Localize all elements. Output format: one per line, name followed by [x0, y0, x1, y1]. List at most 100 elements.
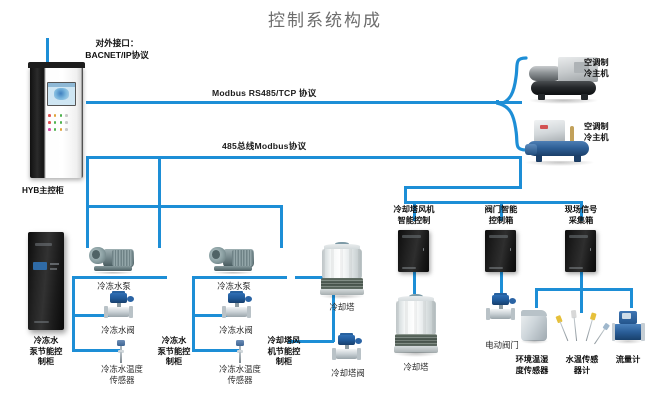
chilled-water-valve-1[interactable]: [104, 290, 136, 322]
bus-line-cab1-to-pump1: [72, 276, 167, 279]
cooling-tower-fan-smart-control[interactable]: [398, 230, 429, 272]
tower-shadow: [319, 294, 365, 300]
cooling-tower-valve-label: 冷却塔阀: [331, 368, 365, 378]
probe-stem: [559, 321, 569, 341]
sensor-head: [236, 339, 244, 347]
chilled-water-pump-1[interactable]: [88, 243, 140, 277]
cooling-tower-valve[interactable]: [332, 332, 364, 364]
valve-actuator: [110, 292, 128, 304]
bus-line-branch-signal-box: [580, 201, 583, 221]
box-logo: [569, 266, 584, 269]
bus-line-sensor-wtemp: [580, 288, 583, 313]
chilled-water-valve-2[interactable]: [222, 290, 254, 322]
ambient-temp-humidity-sensor-label: 环境温湿 度传感器: [515, 355, 549, 375]
hyb-main-control-cabinet[interactable]: [28, 62, 85, 178]
chilled-water-pump-energy-cabinet-1-label: 冷冻水 泵节能控 制柜: [29, 336, 63, 366]
valve-flange-left: [332, 348, 336, 360]
pump-shadow: [92, 271, 134, 275]
valve-stem: [344, 344, 349, 350]
valve-smart-control-box-label: 阀门智能 控制箱: [484, 205, 518, 225]
bus-line-valvebox-to-valve: [500, 272, 503, 294]
field-signal-acquisition-box-label: 现场信号 采集箱: [564, 205, 598, 225]
cooling-tower-fan-energy-cabinet-label: 冷却塔风 机节能控 制柜: [267, 336, 301, 366]
valve-stem: [116, 302, 121, 308]
valve-actuator: [228, 292, 246, 304]
bus-line-bacnet-stub: [46, 38, 49, 68]
valve-actuator: [492, 294, 510, 306]
valve-smart-control-box[interactable]: [485, 230, 516, 272]
valve-flange-right: [246, 306, 251, 318]
cooling-tower-upper[interactable]: [318, 242, 366, 300]
tower-basin: [393, 346, 439, 353]
valve-flange-right: [128, 306, 133, 318]
electric-valve[interactable]: [486, 292, 518, 324]
chiller2-leg-right: [574, 155, 581, 162]
electric-valve-label: 电动阀门: [485, 340, 519, 350]
flowmeter-shadow: [613, 340, 644, 344]
bus-line-modbus-485: [86, 156, 522, 159]
chiller2-control-box: [534, 120, 566, 142]
tower-shell-top: [323, 244, 361, 250]
valve-body: [488, 309, 513, 320]
sensor-probe-rod: [120, 352, 122, 363]
hmi-touch-screen[interactable]: [47, 82, 76, 106]
flow-meter[interactable]: [612, 310, 646, 348]
cooling-tower-fan-smart-control-label: 冷却塔风机 智能控制: [393, 205, 435, 225]
chiller-leg-left: [538, 94, 546, 100]
chiller-blue[interactable]: [524, 118, 598, 168]
valve-flange-left: [486, 308, 490, 320]
chilled-water-temp-sensor-2[interactable]: [232, 339, 248, 363]
water-temp-sensor[interactable]: [555, 309, 610, 348]
bus-line-chiller-feed: [496, 100, 499, 104]
cooling-tower-upper-label: 冷却塔: [329, 302, 355, 312]
valve-flange-right: [356, 348, 361, 360]
chilled-water-pump-2[interactable]: [208, 243, 260, 277]
bus-line-cab2-to-pump2: [192, 276, 287, 279]
probe-stem: [585, 319, 594, 341]
hyb-main-control-cabinet-label: HYB主控柜: [22, 186, 64, 195]
chilled-water-temp-sensor-1-label: 冷冻水温度 传感器: [101, 364, 143, 385]
bus-line-tower-cab-vert: [332, 276, 335, 342]
chilled-water-pump-energy-cabinet-1[interactable]: [28, 232, 64, 330]
valve-body: [334, 349, 359, 360]
tower-shell-top: [397, 296, 435, 303]
bus-line-cab2-to-sensor2: [192, 349, 240, 352]
chiller-brace: [496, 56, 528, 152]
field-signal-acquisition-box[interactable]: [565, 230, 596, 272]
pump-shadow: [212, 271, 254, 275]
flowmeter-display: [622, 313, 632, 320]
valve-flange-left: [104, 306, 108, 318]
bus-line-485-left-drop: [86, 156, 89, 206]
chilled-water-temp-sensor-1[interactable]: [113, 339, 129, 363]
bus-line-right-boxes-bar: [404, 201, 583, 204]
chilled-water-pump-energy-cabinet-2-label: 冷冻水 泵节能控 制柜: [157, 336, 191, 366]
page-title: 控制系统构成: [268, 11, 382, 30]
indicator-row-1: [48, 114, 68, 117]
bus-line-cab1-to-sensor1: [72, 349, 120, 352]
tower-shadow: [393, 352, 439, 358]
pump-inlet-hub: [92, 250, 100, 260]
chiller-screw[interactable]: [528, 54, 602, 104]
probe-stem: [573, 317, 578, 341]
cooling-tower-lower[interactable]: [392, 294, 440, 358]
bus-line-branch-fan-box: [413, 201, 416, 221]
indicator-row-2: [48, 121, 68, 124]
probe-1: [555, 314, 569, 341]
valve-stem: [498, 304, 503, 310]
valve-flange-left: [222, 306, 226, 318]
valve-flange-right: [510, 308, 515, 320]
bus-line-sensor-flow: [630, 288, 633, 308]
bus-line-branch-valve-box: [500, 201, 503, 221]
bus-line-field-left-drop: [86, 205, 89, 248]
ambient-temp-humidity-sensor[interactable]: [519, 308, 552, 346]
bus-line-fanbox-to-tower: [413, 272, 416, 294]
chiller-leg-right: [581, 94, 588, 100]
chiller-compressor-cylinder: [529, 66, 563, 81]
chilled-water-valve-2-label: 冷冻水阀: [219, 325, 253, 335]
indicator-row-3: [48, 128, 68, 131]
valve-handwheel: [509, 297, 517, 304]
valve-handwheel: [127, 295, 135, 302]
tower-basin: [319, 289, 365, 296]
chiller2-leg-left: [535, 155, 543, 162]
bus-line-field-right-drop: [280, 205, 283, 248]
